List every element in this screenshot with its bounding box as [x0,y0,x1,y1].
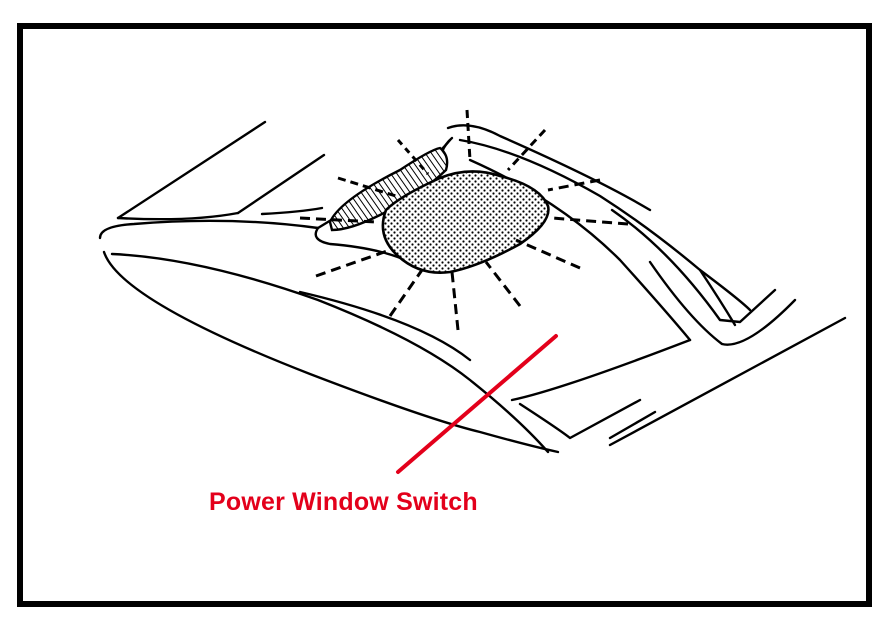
switch-pad [381,170,550,274]
armrest-curve [298,290,472,362]
door-panel-line [260,206,324,216]
ray [337,176,397,198]
ray [551,216,629,226]
trim-line [518,398,642,440]
armrest-outline [98,219,320,240]
switch-lip [328,146,449,232]
ray [547,178,601,192]
trim-line [648,260,797,346]
armrest-edge [110,252,550,454]
door-panel-line [116,120,267,220]
trim-line [610,208,777,324]
ray [450,271,460,331]
trim-line [608,410,657,440]
switch-label: Power Window Switch [209,488,478,516]
ray [515,238,581,270]
switch-housing [458,138,752,312]
pointer-line [396,334,558,474]
switch-housing [510,338,692,402]
ray [506,128,547,172]
switch-housing [314,226,412,264]
ray [315,248,391,278]
ray [465,109,472,161]
door-panel-line [236,153,326,215]
ray [299,216,377,224]
ray [388,269,424,317]
trim-line [698,268,737,327]
ray [484,261,522,307]
door-panel-line [116,211,240,221]
ray [396,139,430,175]
armrest-outline [102,250,560,454]
emphasis-rays [299,109,629,331]
trim-line [608,316,847,447]
